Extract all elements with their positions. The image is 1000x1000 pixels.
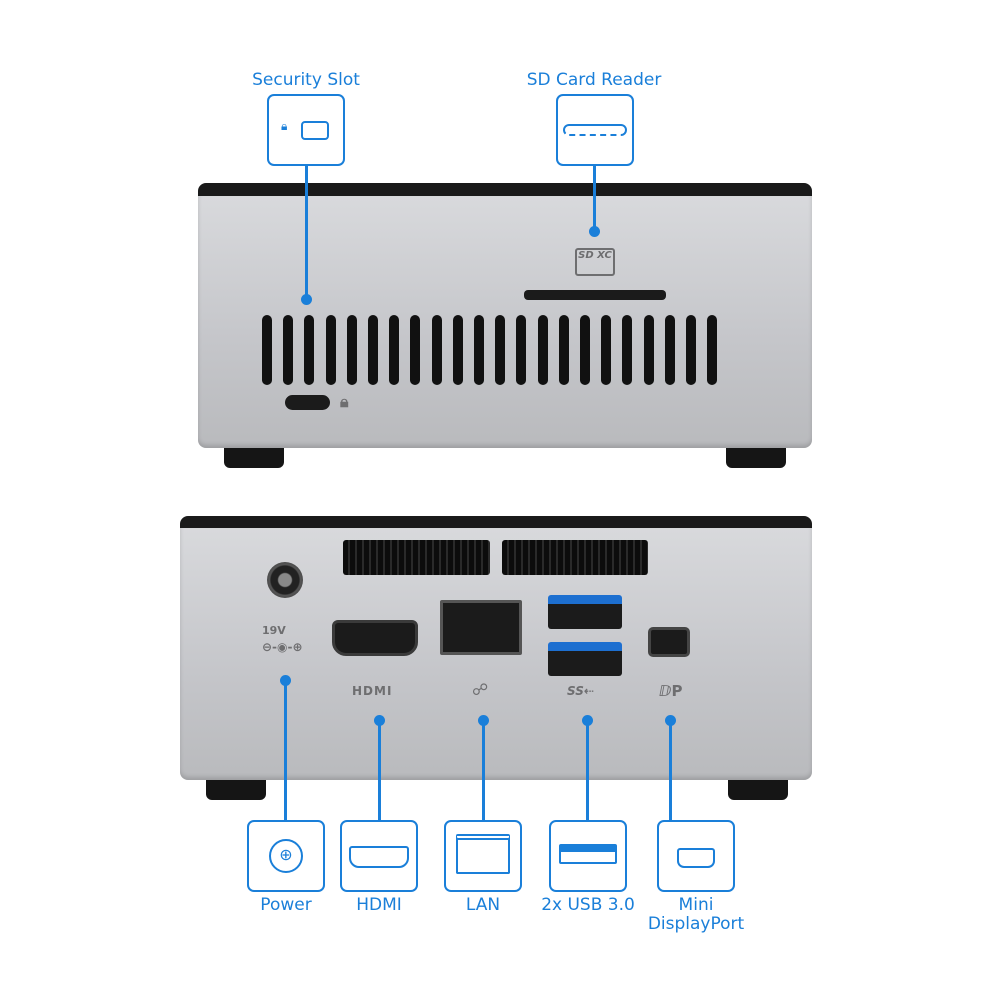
lan-port [440,600,522,655]
mini-displayport-icon [677,848,715,868]
foot [728,780,788,800]
usb-icon [559,844,617,864]
vent-slot [558,315,569,385]
power-jack [267,562,303,598]
device-top-edge [198,183,812,197]
security-slot-callout-box: 🔒︎ [267,94,345,166]
mini-displayport-port [648,627,690,657]
polarity-icon: ⊖-◉-⊕ [262,640,303,654]
sd-card-slot [524,290,666,300]
vent-slot [707,315,718,385]
ethernet-icon [456,834,510,874]
lock-icon: 🔒︎ [281,119,288,133]
network-icon: ☍ [472,680,489,699]
mini-displayport-label-line1: Mini [678,895,714,915]
hdmi-port [332,620,418,656]
vent-slot [452,315,463,385]
slot-icon [301,121,329,140]
vent-grille [343,540,490,575]
hdmi-leader-line [378,720,381,820]
foot [726,448,786,468]
vent-grille [502,540,648,575]
device-top-edge [180,516,812,530]
vent-slot [474,315,484,385]
power-jack-icon: ⊕ [269,839,303,873]
vent-slot [580,315,590,385]
sdxc-logo: SD XC [575,248,615,276]
power-callout-box: ⊕ [247,820,325,892]
vent-slot [389,315,400,385]
vent-slot [346,315,357,385]
power-leader-line [284,680,287,820]
hdmi-callout-box [340,820,418,892]
vent-slot [622,315,633,385]
vent-slot [664,315,675,385]
usb-callout-box [549,820,627,892]
vent-slot [283,315,294,385]
lan-leader-line [482,720,485,820]
security-slot-label: Security Slot [252,70,360,90]
displayport-logo: ⅅP [659,682,683,700]
vent-slot [601,315,612,385]
usb-ss-logo: SS⇠ [567,684,594,698]
vent-slot [304,315,315,385]
vent-slot [410,315,421,385]
sd-card-reader-dot [589,226,600,237]
vent-slot [537,315,548,385]
vent-slot [516,315,527,385]
vent-slot [262,315,272,385]
sd-card-reader-leader-line [593,164,596,232]
vent-slot [325,315,336,385]
vent-slot [686,315,696,385]
usb-port-1 [548,595,622,629]
usb-ss-text: SS [567,684,584,698]
sd-slot-icon [563,124,627,136]
foot [224,448,284,468]
voltage-marking: 19V [262,624,286,637]
vent-slot [643,315,654,385]
lan-callout-box [444,820,522,892]
usb-leader-line [586,720,589,820]
security-slot-leader-line [305,164,308,300]
hdmi-icon [349,846,409,868]
power-label: Power [260,895,312,915]
vent-slot [368,315,378,385]
hdmi-logo: HDMI [352,684,393,698]
hdmi-label: HDMI [356,895,402,915]
mini-displayport-leader-line [669,720,672,820]
mini-displayport-label-line2: DisplayPort [647,914,745,934]
usb-port-2 [548,642,622,676]
lan-label: LAN [465,895,501,915]
sd-card-reader-label: SD Card Reader [526,70,662,90]
lock-icon: 🔒︎ [340,392,349,411]
sd-card-reader-callout-box [556,94,634,166]
usb-label: 2x USB 3.0 [541,895,635,915]
vent-slot [495,315,506,385]
mini-displayport-callout-box [657,820,735,892]
foot [206,780,266,800]
security-slot-dot [301,294,312,305]
vent-slot [431,315,442,385]
security-slot-port [285,395,330,410]
